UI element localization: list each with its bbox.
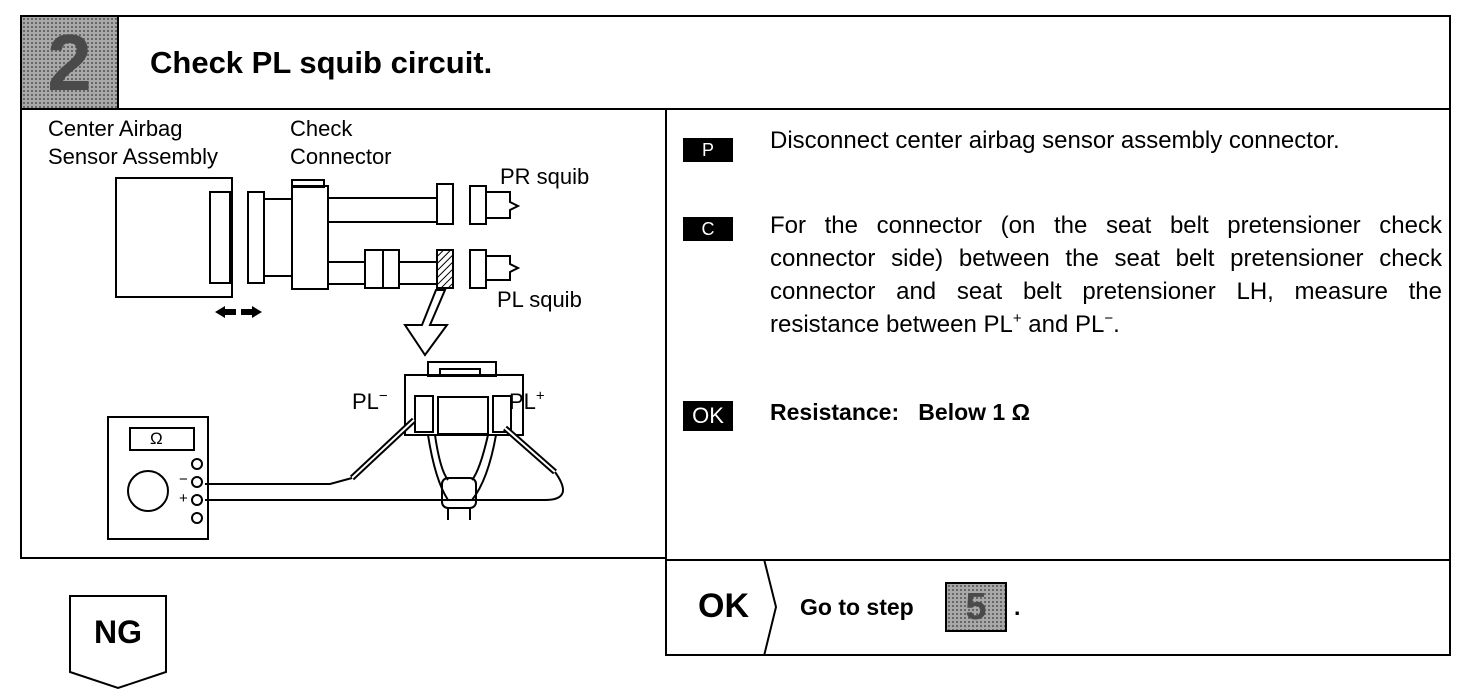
closeup-terminal-plus xyxy=(492,395,512,433)
ohmmeter-body xyxy=(107,416,209,540)
ohmmeter-plus-jack xyxy=(191,494,203,506)
step-number: 2 xyxy=(47,18,92,107)
squib-circuit-diagram xyxy=(107,177,564,540)
pl-pretensioner-check-connector-a xyxy=(364,249,384,289)
ohmmeter-minus-jack xyxy=(191,476,203,488)
pl-pretensioner-check-connector-b xyxy=(382,249,400,289)
closeup-terminal-minus xyxy=(414,395,434,433)
ok-result-label: OK xyxy=(698,587,749,625)
pl-minus-label: PL− xyxy=(352,387,388,414)
check-connector-latch xyxy=(291,179,325,188)
lead-minus xyxy=(205,477,353,485)
pr-connector-a xyxy=(436,183,454,225)
c-badge: C xyxy=(683,217,733,241)
ohmmeter-minus-mark: − xyxy=(179,471,188,488)
mating-connector-housing xyxy=(263,198,293,277)
ok-divider-chevron xyxy=(763,559,778,656)
goto-step-number[interactable]: 5 xyxy=(945,582,1007,632)
sensor-label-line2: Sensor Assembly xyxy=(48,144,218,169)
sensor-label-line1: Center Airbag xyxy=(48,116,183,141)
closeup-wire-bundle xyxy=(441,477,477,509)
mating-connector xyxy=(247,191,265,284)
closeup-connector-body xyxy=(404,374,524,436)
pl-connector-a-hatched xyxy=(436,249,454,289)
pl-squib-plug xyxy=(486,255,521,281)
ng-result-label: NG xyxy=(94,614,142,650)
check-label-line1: Check xyxy=(290,116,353,141)
step-number-box: 2 xyxy=(22,17,119,108)
pr-squib-plug xyxy=(486,191,521,219)
check-connector xyxy=(291,185,329,290)
ok-result-row xyxy=(665,559,1451,656)
ohmmeter-symbol: Ω xyxy=(150,429,163,448)
p-badge: P xyxy=(683,138,733,162)
pr-squib-label: PR squib xyxy=(500,164,590,189)
ng-result-box xyxy=(69,595,167,690)
sensor-connector xyxy=(209,191,231,284)
lead-plus xyxy=(205,471,564,501)
step-title: Check PL squib circuit. xyxy=(150,45,493,80)
goto-step-text: Go to step xyxy=(800,594,914,620)
ohmmeter-display xyxy=(129,427,195,451)
pl-squib-label: PL squib xyxy=(497,287,582,312)
c-instruction: For the connector (on the seat belt pret… xyxy=(770,212,1442,338)
sensor-assembly-body xyxy=(115,177,233,298)
pr-connector-b xyxy=(469,185,487,225)
zoom-arrow xyxy=(403,289,449,357)
pl-connector-b xyxy=(469,249,487,289)
resistance-spec: Resistance: Below 1 Ω xyxy=(770,399,1031,425)
step-header: 2 Check PL squib circuit. xyxy=(20,15,1451,110)
p-instruction: Disconnect center airbag sensor assembly… xyxy=(770,127,1340,154)
ohmmeter-plus-mark: + xyxy=(179,490,188,507)
pull-arrows xyxy=(215,306,262,318)
check-label-line2: Connector xyxy=(290,144,392,169)
ok-badge: OK xyxy=(683,401,733,431)
ohmmeter-dial xyxy=(127,470,169,512)
goto-step-period: . xyxy=(1014,594,1021,620)
